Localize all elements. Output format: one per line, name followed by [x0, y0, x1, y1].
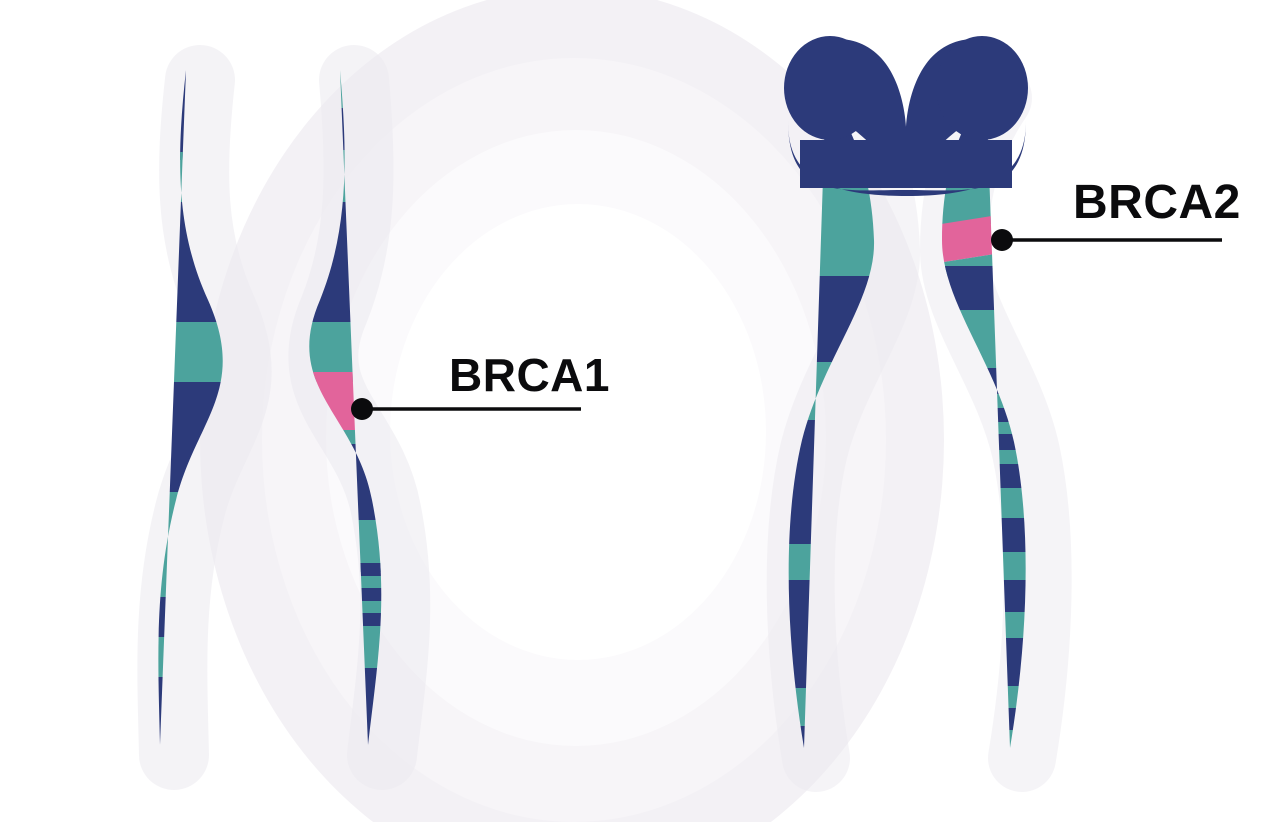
brca2-band — [942, 174, 1026, 269]
brca1-label: BRCA1 — [449, 349, 610, 401]
brca2-label: BRCA2 — [1073, 176, 1241, 229]
brca1-leader-dot[interactable] — [351, 398, 373, 420]
brca2-leader[interactable] — [991, 229, 1222, 251]
brca2-leader-dot[interactable] — [991, 229, 1013, 251]
ring-center — [390, 204, 766, 660]
brca1-leader[interactable] — [351, 398, 581, 420]
chromosome-13-p-arm — [784, 36, 1028, 196]
